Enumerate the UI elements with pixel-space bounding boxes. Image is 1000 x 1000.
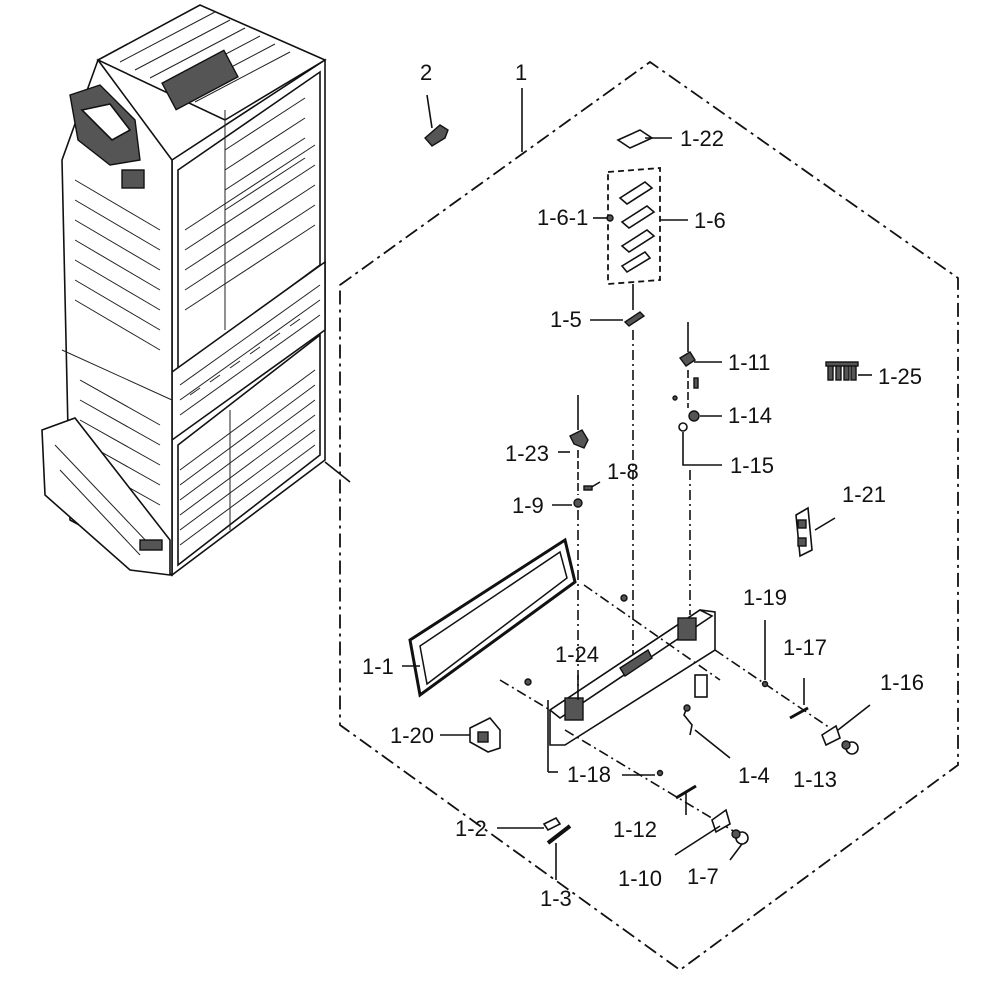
part-1-3-strip xyxy=(546,824,572,880)
label-1-20: 1-20 xyxy=(390,723,434,748)
part-1-7-roller xyxy=(729,829,749,861)
label-1-7: 1-7 xyxy=(687,864,719,889)
label-1-1: 1-1 xyxy=(362,654,394,679)
part-1-24-housing xyxy=(499,584,831,836)
part-1-14-nut xyxy=(672,395,722,422)
part-1-22-cover xyxy=(616,129,672,149)
part-1-11-screw xyxy=(678,322,722,408)
part-1-16-hinge xyxy=(821,704,871,747)
part-1-17-shaft xyxy=(789,678,809,720)
label-1-10: 1-10 xyxy=(618,866,662,891)
label-1-24: 1-24 xyxy=(555,642,599,667)
label-1-2: 1-2 xyxy=(455,816,487,841)
label-1-18: 1-18 xyxy=(567,762,611,787)
label-1-9: 1-9 xyxy=(512,493,544,518)
label-2: 2 xyxy=(420,60,432,85)
label-1-25: 1-25 xyxy=(878,364,922,389)
label-1-14: 1-14 xyxy=(728,403,772,428)
part-1-4-wire xyxy=(683,704,731,759)
label-1-15: 1-15 xyxy=(730,453,774,478)
label-1-22: 1-22 xyxy=(680,126,724,151)
label-1-17: 1-17 xyxy=(783,635,827,660)
callout-labels: 2 1 1-22 1-6-1 1-6 1-5 1-11 1-25 1-14 1-… xyxy=(362,60,924,911)
label-1-4: 1-4 xyxy=(738,763,770,788)
part-1-12-shaft xyxy=(675,784,697,815)
label-1-23: 1-23 xyxy=(505,441,549,466)
part-2-clip xyxy=(424,94,449,147)
part-1-13-roller xyxy=(841,740,859,755)
part-1-19-pin xyxy=(761,620,769,688)
label-1-19: 1-19 xyxy=(743,585,787,610)
part-1-10-hinge xyxy=(674,808,731,856)
part-1-18-pin xyxy=(622,769,664,777)
part-1-21-hinge-bracket xyxy=(795,506,836,558)
label-1: 1 xyxy=(515,60,527,85)
label-1-8: 1-8 xyxy=(607,459,639,484)
label-1-6-1: 1-6-1 xyxy=(537,205,588,230)
label-1-5: 1-5 xyxy=(550,307,582,332)
label-1-12: 1-12 xyxy=(613,817,657,842)
label-1-13: 1-13 xyxy=(793,767,837,792)
part-1-15-spring xyxy=(678,422,722,615)
part-1-9-washer xyxy=(552,498,583,700)
label-1-11: 1-11 xyxy=(728,350,770,375)
assembly-boundary xyxy=(339,60,959,972)
part-1-2-clip xyxy=(497,816,562,832)
label-1-6: 1-6 xyxy=(694,208,726,233)
part-1-20-bracket xyxy=(440,717,501,753)
part-1-1-gasket-frame xyxy=(402,537,577,698)
refrigerator-cabinet-illustration xyxy=(41,4,351,577)
label-1-16: 1-16 xyxy=(880,670,924,695)
part-1-25-screws xyxy=(825,361,872,381)
label-1-21: 1-21 xyxy=(842,482,886,507)
part-1-6-assembly xyxy=(593,167,688,310)
part-1-23-bracket xyxy=(558,395,589,495)
part-1-5-bar xyxy=(590,311,646,660)
label-1-3: 1-3 xyxy=(540,886,572,911)
